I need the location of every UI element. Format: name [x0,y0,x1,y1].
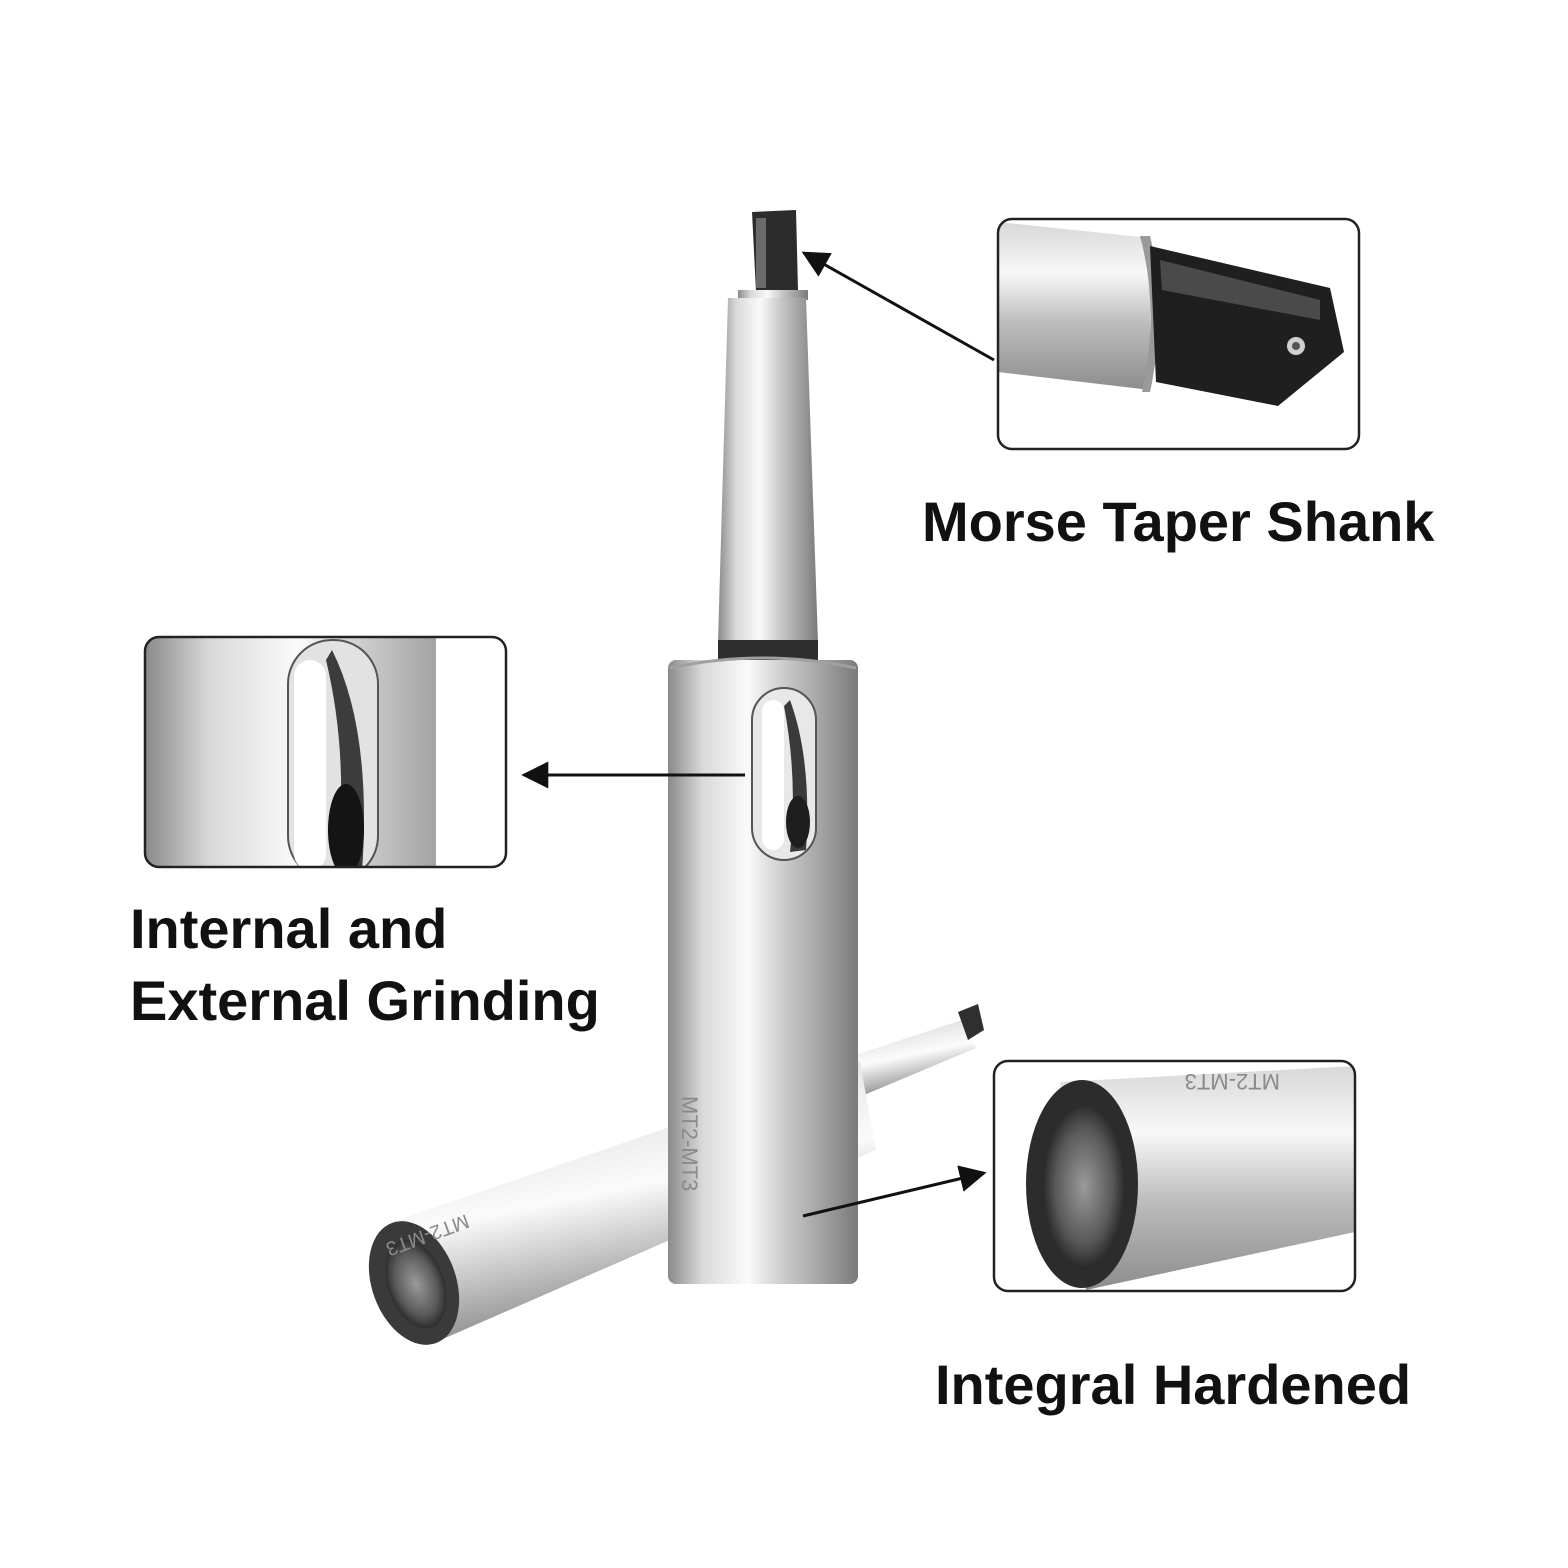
caption-grinding-line2: External Grinding [130,969,600,1032]
lying-sleeve-taper [840,1020,976,1100]
caption-morse-taper-shank: Morse Taper Shank [922,490,1435,553]
standing-sleeve-collar [718,640,818,660]
caption-grinding: Internal and External Grinding [130,893,600,1037]
caption-grinding-line1: Internal and [130,897,448,960]
detail-end-marking: MT2-MT3 [1185,1069,1280,1094]
standing-sleeve-taper [718,298,818,642]
lying-sleeve-tang [958,1004,984,1040]
arrow-end [802,1165,987,1218]
standing-sleeve-step [738,290,808,300]
detail-end: MT2-MT3 [992,1059,1357,1293]
detail-end-frame [992,1059,1357,1293]
standing-sleeve-marking: MT2-MT3 [677,1096,702,1191]
arrow-shank [801,251,995,362]
caption-integral-hardened: Integral Hardened [935,1353,1412,1416]
detail-shank [996,217,1361,451]
standing-sleeve: MT2-MT3 [668,210,858,1284]
detail-shank-frame [996,217,1361,451]
detail-slot [143,635,508,869]
lying-sleeve-bore [385,1239,447,1329]
detail-slot-frame [143,635,508,869]
